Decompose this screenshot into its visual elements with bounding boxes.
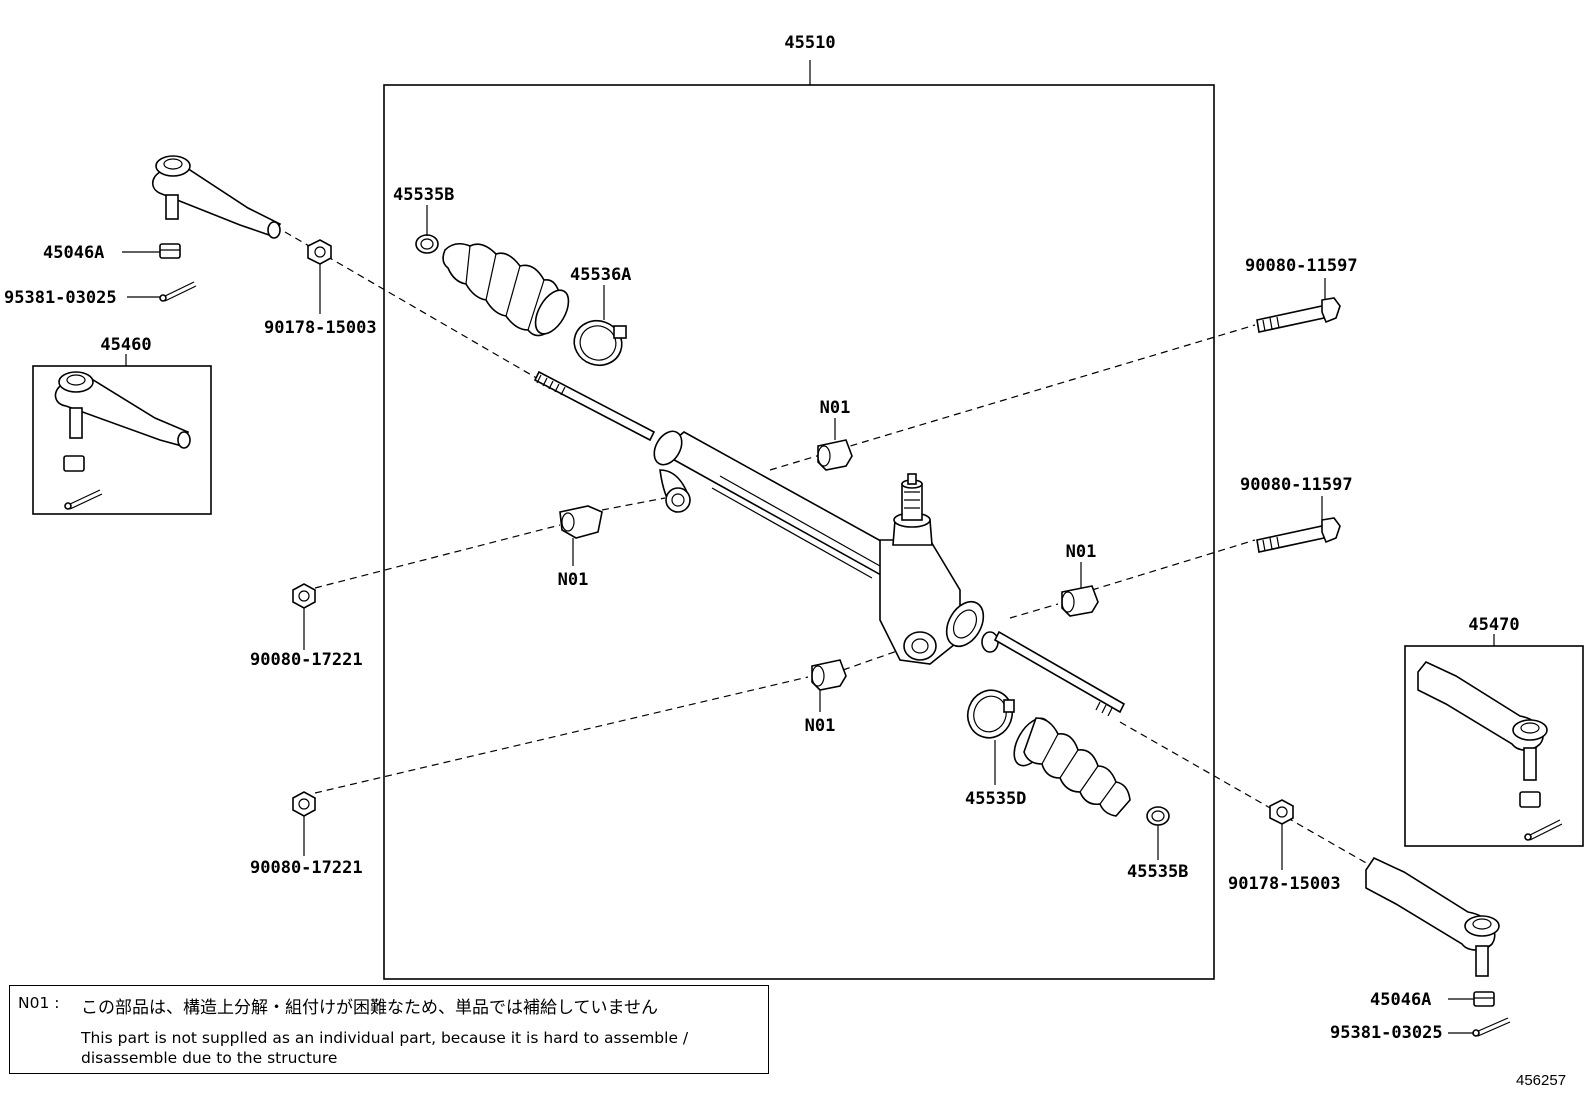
lock-nut-left (307, 239, 332, 265)
label-45460: 45460 (100, 335, 151, 355)
label-90080-upper-bolt: 90080-11597 (1245, 256, 1358, 276)
dash-n01-upper (601, 497, 666, 511)
footnote-japanese: この部品は、構造上分解・組付けが困難なため、単品では補給していません (81, 998, 658, 1018)
boot-band-top (573, 319, 627, 367)
label-90178-left: 90178-15003 (264, 318, 377, 338)
label-45535b-top: 45535B (393, 185, 454, 205)
label-90080-mount-upper: 90080-17221 (250, 650, 363, 670)
castle-nut-right (1473, 991, 1495, 1007)
kit-box-left (32, 365, 212, 515)
cotter-pin-right (1472, 1017, 1511, 1037)
label-45470: 45470 (1468, 615, 1519, 635)
dash-upper-bolt (769, 324, 1256, 471)
dash-right-tierod (1119, 721, 1376, 869)
label-45510: 45510 (784, 33, 835, 53)
bushing-n01-upper (817, 439, 853, 471)
dash-mount-lower (314, 676, 809, 794)
mount-nut-upper (292, 583, 316, 609)
kit-right-tie-rod-end (1417, 661, 1563, 841)
bushing-n01-left (559, 505, 603, 539)
mount-nut-lower (292, 791, 316, 817)
footnote-code: N01 : (18, 994, 60, 1012)
footnote-english-line2: disassemble due to the structure (81, 1049, 338, 1067)
footnote-english-line1: This part is not supplled as an individu… (81, 1029, 689, 1047)
label-45535b-bottom: 45535B (1127, 862, 1188, 882)
bolt-upper (1256, 297, 1341, 333)
tie-rod-end-left-top (151, 155, 282, 239)
boot-band-lower (966, 689, 1015, 739)
assembly-box (383, 84, 1215, 980)
label-n01-a: N01 (820, 398, 851, 418)
dash-mount-upper (314, 524, 561, 589)
label-n01-c: N01 (1066, 542, 1097, 562)
bolt-lower (1256, 517, 1341, 553)
dash-n01-right (1009, 603, 1059, 619)
label-90178-right: 90178-15003 (1228, 874, 1341, 894)
clamp-bottom (1146, 806, 1170, 826)
label-45046a-left: 45046A (43, 243, 104, 263)
dash-n01-lower (842, 649, 901, 671)
label-45536a: 45536A (570, 265, 631, 285)
label-n01-d: N01 (805, 716, 836, 736)
castle-nut-left (159, 243, 181, 259)
label-45046a-right: 45046A (1370, 990, 1431, 1010)
kit-left-tie-rod-end (54, 371, 191, 510)
dash-lower-bolt (1091, 539, 1256, 591)
footnote-box: N01 : この部品は、構造上分解・組付けが困難なため、単品では補給していません… (9, 985, 769, 1074)
lock-nut-right (1269, 799, 1294, 825)
label-90080-lower-bolt: 90080-11597 (1240, 475, 1353, 495)
label-45535d: 45535D (965, 789, 1026, 809)
steering-rack (533, 370, 1126, 717)
label-90080-mount-lower: 90080-17221 (250, 858, 363, 878)
tie-rod-end-right-bottom (1365, 856, 1500, 977)
figure-number: 456257 (1516, 1072, 1567, 1089)
cotter-pin-left (159, 281, 197, 302)
label-95381-left: 95381-03025 (4, 288, 117, 308)
label-n01-b: N01 (558, 570, 589, 590)
bushing-n01-right (1061, 585, 1099, 617)
boot-lower (1013, 717, 1131, 817)
label-95381-right: 95381-03025 (1330, 1023, 1443, 1043)
clamp-top (415, 234, 439, 254)
boot-top (442, 242, 570, 337)
bushing-n01-lower (811, 659, 847, 691)
